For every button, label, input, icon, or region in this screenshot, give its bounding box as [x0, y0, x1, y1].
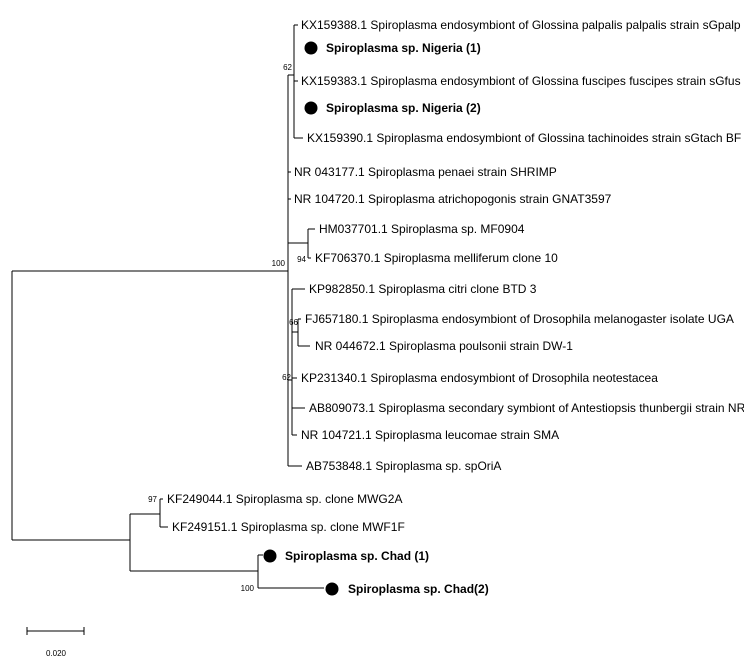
- taxon-label-highlighted: Spiroplasma sp. Nigeria (1): [326, 41, 481, 55]
- filled-circle-icon: [325, 582, 339, 596]
- taxon-label: AB809073.1 Spiroplasma secondary symbion…: [309, 401, 744, 415]
- taxon-labels: KX159388.1 Spiroplasma endosymbiont of G…: [167, 18, 744, 596]
- scale-bar-label: 0.020: [46, 649, 67, 658]
- bootstrap-value: 94: [297, 255, 306, 264]
- taxon-label: KX159383.1 Spiroplasma endosymbiont of G…: [301, 74, 744, 88]
- bootstrap-value: 100: [241, 584, 255, 593]
- taxon-label: AB753848.1 Spiroplasma sp. spOriA: [306, 459, 501, 473]
- taxon-label: KF249151.1 Spiroplasma sp. clone MWF1F: [172, 520, 405, 534]
- bootstrap-value: 100: [272, 259, 286, 268]
- taxon-label: HM037701.1 Spiroplasma sp. MF0904: [319, 222, 525, 236]
- scale-bar: 0.020: [26, 627, 85, 658]
- bootstrap-values: 62 94 100 66 62 97 100: [148, 63, 306, 593]
- filled-circle-icon: [304, 41, 318, 55]
- tree-branches: [11, 24, 324, 589]
- bootstrap-value: 62: [283, 63, 292, 72]
- bootstrap-value: 62: [282, 373, 291, 382]
- taxon-label: NR 043177.1 Spiroplasma penaei strain SH…: [294, 165, 557, 179]
- taxon-label: KX159390.1 Spiroplasma endosymbiont of G…: [307, 131, 741, 145]
- filled-circle-icon: [304, 101, 318, 115]
- taxon-label: NR 044672.1 Spiroplasma poulsonii strain…: [315, 339, 573, 353]
- taxon-label: KX159388.1 Spiroplasma endosymbiont of G…: [301, 18, 744, 32]
- taxon-label: KF706370.1 Spiroplasma melliferum clone …: [315, 251, 558, 265]
- bootstrap-value: 97: [148, 495, 157, 504]
- taxon-label-highlighted: Spiroplasma sp. Chad(2): [348, 582, 489, 596]
- taxon-label: NR 104721.1 Spiroplasma leucomae strain …: [301, 428, 559, 442]
- taxon-label: KP982850.1 Spiroplasma citri clone BTD 3: [309, 282, 537, 296]
- taxon-label-highlighted: Spiroplasma sp. Nigeria (2): [326, 101, 481, 115]
- taxon-label: NR 104720.1 Spiroplasma atrichopogonis s…: [294, 192, 612, 206]
- taxon-label: FJ657180.1 Spiroplasma endosymbiont of D…: [305, 312, 734, 326]
- taxon-label: KP231340.1 Spiroplasma endosymbiont of D…: [301, 371, 658, 385]
- filled-circle-icon: [263, 549, 277, 563]
- bootstrap-value: 66: [289, 318, 298, 327]
- highlight-markers: [263, 41, 339, 596]
- taxon-label: KF249044.1 Spiroplasma sp. clone MWG2A: [167, 492, 402, 506]
- taxon-label-highlighted: Spiroplasma sp. Chad (1): [285, 549, 429, 563]
